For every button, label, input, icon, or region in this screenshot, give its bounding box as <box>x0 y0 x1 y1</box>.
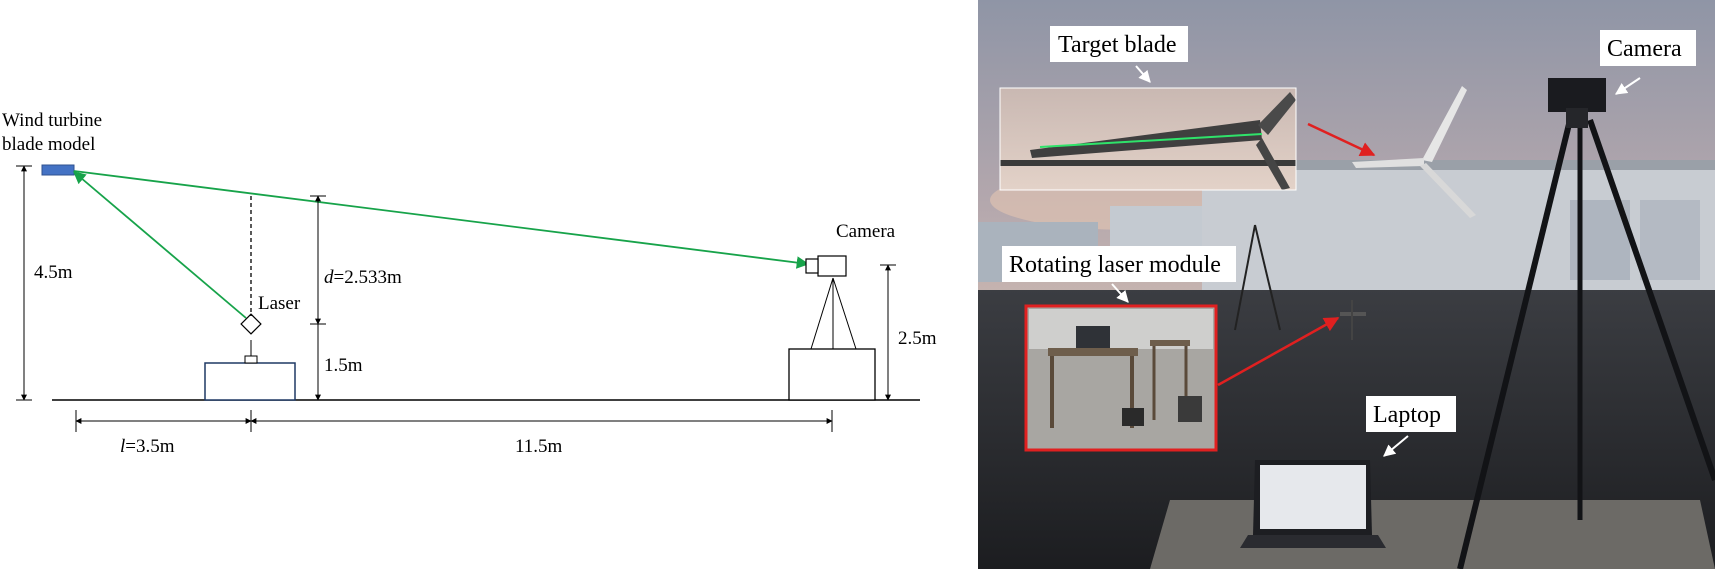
laser-module-inset <box>1024 304 1218 452</box>
l-label: l=3.5m <box>120 436 175 457</box>
laser-module-table <box>1340 300 1366 340</box>
blade-model <box>41 164 75 176</box>
camera-body <box>805 255 847 277</box>
callout-laser-module-text: Rotating laser module <box>1009 252 1221 278</box>
callout-laser-module: Rotating laser module <box>1002 246 1236 282</box>
reflection-to-camera <box>73 170 810 269</box>
blade-pointer-arrow <box>1307 122 1376 157</box>
laser-mount <box>244 355 258 364</box>
callout-target-blade-text: Target blade <box>1058 32 1177 58</box>
background-pole <box>1254 224 1281 331</box>
camera-label: Camera <box>836 221 896 242</box>
distance-right-label: 11.5m <box>515 436 563 457</box>
blade-label-line2: blade model <box>2 134 95 155</box>
setup-schematic: Wind turbine blade model 4.5m Laser d=2.… <box>2 110 937 457</box>
camera-height-label: 2.5m <box>898 328 937 349</box>
callout-laptop: Laptop <box>1366 396 1456 432</box>
turbine-blades <box>1352 86 1476 218</box>
laptop <box>1240 460 1386 548</box>
callout-camera-text: Camera <box>1607 36 1682 62</box>
laptop-callout-arrow <box>1383 435 1409 457</box>
laser-height-label: 1.5m <box>324 355 363 376</box>
tripod-leg <box>810 277 834 350</box>
tripod-camera <box>1457 78 1715 569</box>
laser-beam-to-blade <box>73 171 247 319</box>
laser-module-callout-arrow <box>1111 283 1129 303</box>
camera-callout-arrow <box>1615 77 1641 95</box>
callout-camera: Camera <box>1600 30 1696 66</box>
tripod-leg <box>832 277 857 350</box>
laser-base <box>204 362 296 401</box>
d-label: d=2.533m <box>324 267 402 288</box>
callout-target-blade: Target blade <box>1050 26 1188 62</box>
laser-label: Laser <box>258 293 301 314</box>
building-window <box>1640 200 1700 280</box>
laser-pointer-arrow <box>1217 316 1340 387</box>
laser-emitter <box>240 313 262 335</box>
target-blade-inset <box>999 87 1297 191</box>
blade-height-label: 4.5m <box>34 262 73 283</box>
foreground-table <box>1150 500 1715 569</box>
callout-laptop-text: Laptop <box>1373 402 1441 428</box>
building-parapet <box>1202 160 1715 170</box>
camera-base <box>788 348 876 401</box>
blade-label-line1: Wind turbine <box>2 110 102 131</box>
background-pole <box>1234 224 1256 331</box>
target-blade-callout-arrow <box>1135 65 1151 83</box>
field-photo: Target blade Camera Rotating laser modul… <box>978 0 1715 569</box>
